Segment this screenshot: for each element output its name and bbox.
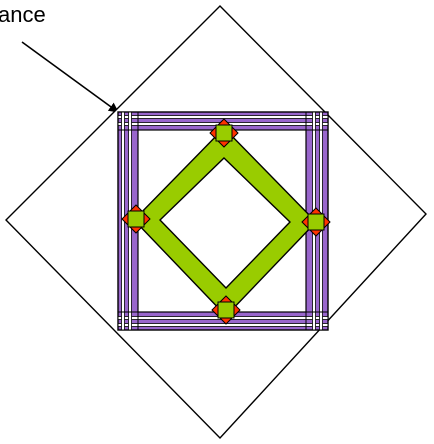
sash-inner: [159, 157, 291, 290]
frame-corner-block: [305, 311, 329, 331]
cornerstone-left: [121, 204, 151, 234]
frame-stripe-horizontal: [117, 115, 329, 119]
cornerstone-right: [301, 207, 331, 237]
frame-corner-block: [305, 111, 329, 131]
cornerstone-top: [209, 118, 239, 148]
diagram-label: ance: [0, 2, 46, 27]
cornerstones: [121, 118, 331, 325]
cornerstone-bottom: [211, 295, 241, 325]
frame-corner-block: [117, 111, 139, 131]
green-center-square: [127, 210, 145, 228]
frame-stripe-horizontal: [117, 323, 329, 327]
pointer-arrow: [21, 41, 119, 113]
frame-corner-block: [117, 311, 139, 331]
green-center-square: [307, 213, 325, 231]
green-center-square: [217, 301, 235, 319]
green-center-square: [215, 124, 233, 142]
